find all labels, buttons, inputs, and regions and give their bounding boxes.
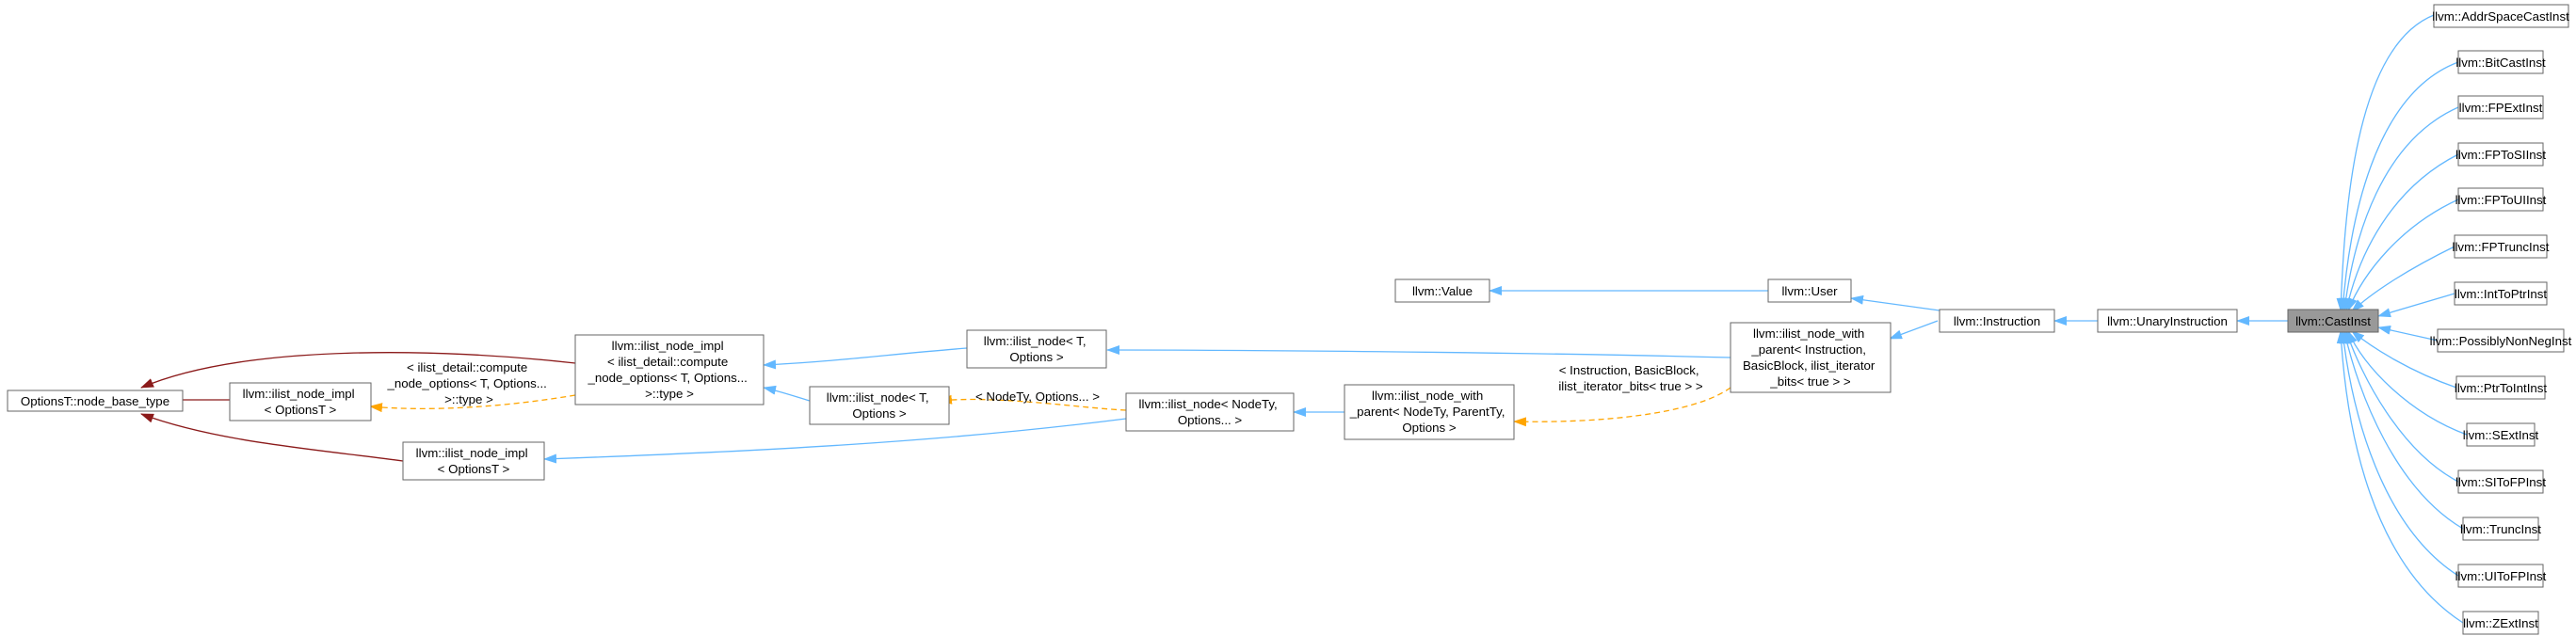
- node-ilist-node-impl-optionst-bottom[interactable]: llvm::ilist_node_impl < OptionsT >: [402, 441, 545, 481]
- svg-text:llvm::FPExtInst: llvm::FPExtInst: [2459, 101, 2543, 115]
- edge-trunc-to-cast: [2342, 330, 2464, 530]
- node-uitofpinst[interactable]: llvm::UIToFPInst: [2455, 564, 2547, 588]
- node-zextinst[interactable]: llvm::ZExtInst: [2462, 611, 2539, 635]
- node-llvm-castinst-current[interactable]: llvm::CastInst: [2287, 309, 2379, 333]
- node-inttoptrinst[interactable]: llvm::IntToPtrInst: [2454, 281, 2548, 306]
- svg-text:llvm::Instruction: llvm::Instruction: [1954, 314, 2040, 328]
- edge-inttoptr-to-cast: [2377, 293, 2455, 318]
- node-options-base-type[interactable]: OptionsT::node_base_type: [7, 390, 184, 412]
- node-sextinst[interactable]: llvm::SExtInst: [2463, 422, 2539, 447]
- svg-text:llvm::ilist_node< T, O: llvm::ilist_node< T, Options >: [984, 334, 1089, 364]
- edge-label-nodety: < NodeTy, Options... >: [975, 390, 1100, 404]
- node-addrspacecastinst[interactable]: llvm::AddrSpaceCastInst: [2432, 4, 2569, 28]
- node-possiblynonneginst[interactable]: llvm::PossiblyNonNegInst: [2430, 328, 2572, 353]
- edge-instruction-to-instr-parent: [1889, 320, 1939, 340]
- edge-labels: < ilist_detail::compute _node_options< T…: [386, 360, 1702, 406]
- node-fptruncinst[interactable]: llvm::FPTruncInst: [2453, 234, 2550, 259]
- node-llvm-instruction[interactable]: llvm::Instruction: [1939, 309, 2055, 333]
- edge-ilist-t-mid-to-compute: [763, 385, 811, 402]
- node-ptrtointinst[interactable]: llvm::PtrToIntInst: [2455, 375, 2548, 400]
- svg-text:llvm::UIToFPInst: llvm::UIToFPInst: [2455, 569, 2547, 583]
- node-ilist-node-nodety[interactable]: llvm::ilist_node< NodeTy, Options... >: [1125, 392, 1295, 432]
- node-llvm-user[interactable]: llvm::User: [1767, 278, 1852, 303]
- svg-text:llvm::ZExtInst: llvm::ZExtInst: [2463, 616, 2538, 630]
- edge-instruction-to-user: [1850, 294, 1940, 311]
- svg-text:llvm::User: llvm::User: [1781, 284, 1838, 298]
- node-llvm-value[interactable]: llvm::Value: [1394, 278, 1490, 303]
- edges: [140, 14, 2468, 624]
- svg-text:llvm::BitCastInst: llvm::BitCastInst: [2455, 56, 2546, 70]
- edge-fptoui-to-cast: [2347, 199, 2459, 311]
- edge-fptrunc-to-cast: [2351, 246, 2455, 312]
- svg-text:llvm::FPToUIInst: llvm::FPToUIInst: [2455, 193, 2547, 207]
- svg-text:llvm::PossiblyNonNegInst: llvm::PossiblyNonNegInst: [2430, 334, 2572, 348]
- edge-possiblynonneg-to-cast: [2377, 325, 2439, 342]
- edge-impl-bottom-to-base: [140, 413, 404, 462]
- edge-uitofp-to-cast: [2339, 330, 2459, 577]
- edge-instr-parent-to-ilist-t-top: [1106, 345, 1731, 358]
- svg-text:llvm::ilist_node_with: llvm::ilist_node_with _parent< NodeTy, P…: [1349, 389, 1508, 435]
- node-fptouiinst[interactable]: llvm::FPToUIInst: [2455, 187, 2547, 212]
- edge-label-instr-bb: < Instruction, BasicBlock, ilist_iterato…: [1558, 363, 1703, 393]
- node-ilist-node-with-parent-instruction[interactable]: llvm::ilist_node_with _parent< Instructi…: [1730, 322, 1892, 393]
- svg-text:llvm::FPTruncInst: llvm::FPTruncInst: [2453, 240, 2550, 254]
- svg-text:llvm::UnaryInstruction: llvm::UnaryInstruction: [2107, 314, 2228, 328]
- edge-ilist-t-top-to-compute: [763, 347, 968, 370]
- svg-text:llvm::ilist_node< NodeTy,: llvm::ilist_node< NodeTy, Options... >: [1139, 397, 1281, 427]
- edge-nodety-to-impl-bottom: [543, 418, 1127, 464]
- edge-zext-to-cast: [2336, 330, 2464, 624]
- svg-text:llvm::IntToPtrInst: llvm::IntToPtrInst: [2455, 287, 2548, 301]
- svg-text:llvm::TruncInst: llvm::TruncInst: [2460, 522, 2541, 536]
- edge-ptrtoint-to-cast: [2351, 330, 2457, 389]
- svg-text:llvm::AddrSpaceCastInst: llvm::AddrSpaceCastInst: [2432, 9, 2569, 24]
- node-sitofpinst[interactable]: llvm::SIToFPInst: [2455, 469, 2546, 494]
- svg-text:llvm::ilist_node_impl: llvm::ilist_node_impl < OptionsT >: [243, 387, 359, 417]
- svg-text:llvm::ilist_node_impl: llvm::ilist_node_impl < OptionsT >: [416, 446, 532, 476]
- svg-text:llvm::Value: llvm::Value: [1412, 284, 1473, 298]
- edge-addrspace-to-cast: [2336, 14, 2435, 311]
- svg-text:llvm::ilist_node_with: llvm::ilist_node_with _parent< Instructi…: [1743, 326, 1878, 389]
- node-fpextinst[interactable]: llvm::FPExtInst: [2457, 95, 2544, 119]
- svg-text:llvm::CastInst: llvm::CastInst: [2295, 314, 2371, 328]
- edge-label-compute: < ilist_detail::compute _node_options< T…: [386, 360, 550, 406]
- svg-text:llvm::PtrToIntInst: llvm::PtrToIntInst: [2455, 381, 2548, 395]
- edge-fpext-to-cast: [2341, 106, 2459, 311]
- node-ilist-node-t-options-top[interactable]: llvm::ilist_node< T, Options >: [966, 329, 1107, 369]
- svg-text:llvm::SExtInst: llvm::SExtInst: [2463, 428, 2539, 442]
- svg-text:llvm::FPToSIInst: llvm::FPToSIInst: [2455, 148, 2546, 162]
- edge-impl-compute-to-base: [140, 352, 576, 389]
- node-ilist-node-impl-compute[interactable]: llvm::ilist_node_impl < ilist_detail::co…: [574, 334, 765, 405]
- edge-fptosi-to-cast: [2343, 153, 2459, 311]
- node-fptosiinst[interactable]: llvm::FPToSIInst: [2455, 142, 2546, 167]
- node-bitcastinst[interactable]: llvm::BitCastInst: [2455, 50, 2546, 74]
- svg-text:llvm::ilist_node< T, O: llvm::ilist_node< T, Options >: [827, 390, 932, 421]
- svg-text:llvm::ilist_node_impl: llvm::ilist_node_impl < ilist_detail::co…: [587, 339, 750, 401]
- svg-text:OptionsT::node_base_type: OptionsT::node_base_type: [21, 394, 169, 408]
- nodes: OptionsT::node_base_type llvm::ilist_nod…: [7, 4, 2572, 635]
- edge-instr-bb-template: [1513, 387, 1731, 427]
- edge-sext-to-cast: [2347, 330, 2468, 436]
- node-ilist-node-with-parent-generic[interactable]: llvm::ilist_node_with _parent< NodeTy, P…: [1344, 384, 1515, 440]
- svg-text:llvm::SIToFPInst: llvm::SIToFPInst: [2455, 475, 2546, 489]
- edge-compute-template: [369, 394, 576, 413]
- node-llvm-unary-instruction[interactable]: llvm::UnaryInstruction: [2097, 309, 2238, 333]
- node-ilist-node-t-options-mid[interactable]: llvm::ilist_node< T, Options >: [809, 386, 950, 425]
- node-ilist-node-impl-optionst-top[interactable]: llvm::ilist_node_impl < OptionsT >: [229, 382, 372, 421]
- node-truncinst[interactable]: llvm::TruncInst: [2460, 517, 2541, 541]
- edge-bitcast-to-cast: [2339, 61, 2459, 311]
- edge-sitofp-to-cast: [2345, 330, 2459, 483]
- edge-nodety-template: [939, 394, 1127, 411]
